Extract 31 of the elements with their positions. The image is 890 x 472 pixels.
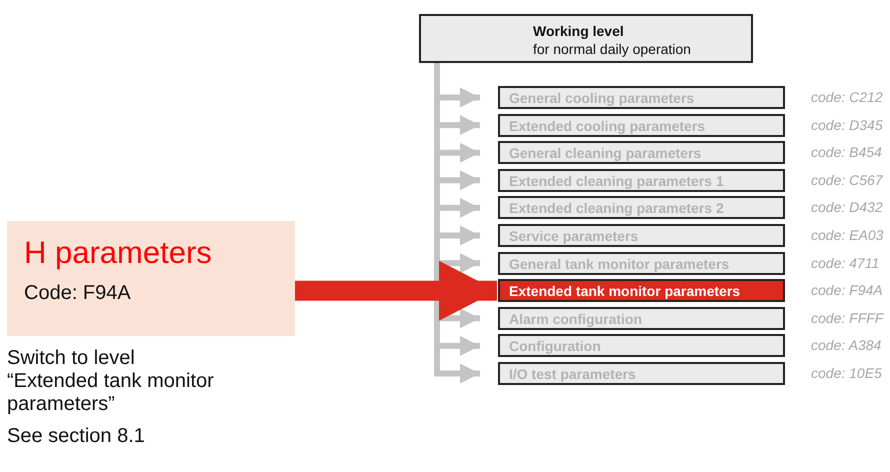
code-label: code: EA03: [811, 226, 884, 244]
menu-item: General cooling parameters: [498, 86, 785, 109]
selected-menu-item: Extended tank monitor parameters: [498, 279, 785, 302]
menu-item: General tank monitor parameters: [498, 252, 785, 275]
code-label: code: D345: [811, 116, 883, 134]
menu-item: Configuration: [498, 334, 785, 358]
menu-item: Service parameters: [498, 224, 785, 247]
thick-arrow: [295, 260, 497, 321]
level-subtitle: for normal daily operation: [533, 41, 691, 58]
code-label: code: FFFF: [811, 308, 884, 327]
code-label: code: 4711: [811, 254, 880, 272]
menu-item: I/O test parameters: [498, 362, 785, 385]
menu-item: Extended cleaning parameters 2: [498, 196, 785, 220]
menu-item: Alarm configuration: [498, 306, 785, 330]
code-label: code: C567: [811, 170, 883, 189]
card-title: H parameters: [24, 234, 212, 272]
code-text: Code: F94A: [24, 281, 131, 305]
code-label: code: A384: [811, 336, 882, 354]
level-title: Working level: [533, 23, 624, 40]
code-label: code: C212: [811, 88, 883, 106]
code-label: code: 10E5: [811, 364, 882, 382]
reference-note: See section 8.1: [7, 425, 146, 448]
menu-item: Extended cleaning parameters 1: [498, 168, 785, 192]
menu-item: Extended cooling parameters: [498, 114, 785, 137]
level-header-box: [419, 14, 753, 63]
code-label: code: B454: [811, 143, 882, 162]
instruction-text: Switch to level “Extended tank monitor parameters”: [7, 347, 215, 416]
menu-item: General cleaning parameters: [498, 141, 785, 164]
code-label: code: D432: [811, 198, 883, 216]
info-card: [7, 221, 295, 336]
code-label: code: F94A: [811, 281, 883, 300]
